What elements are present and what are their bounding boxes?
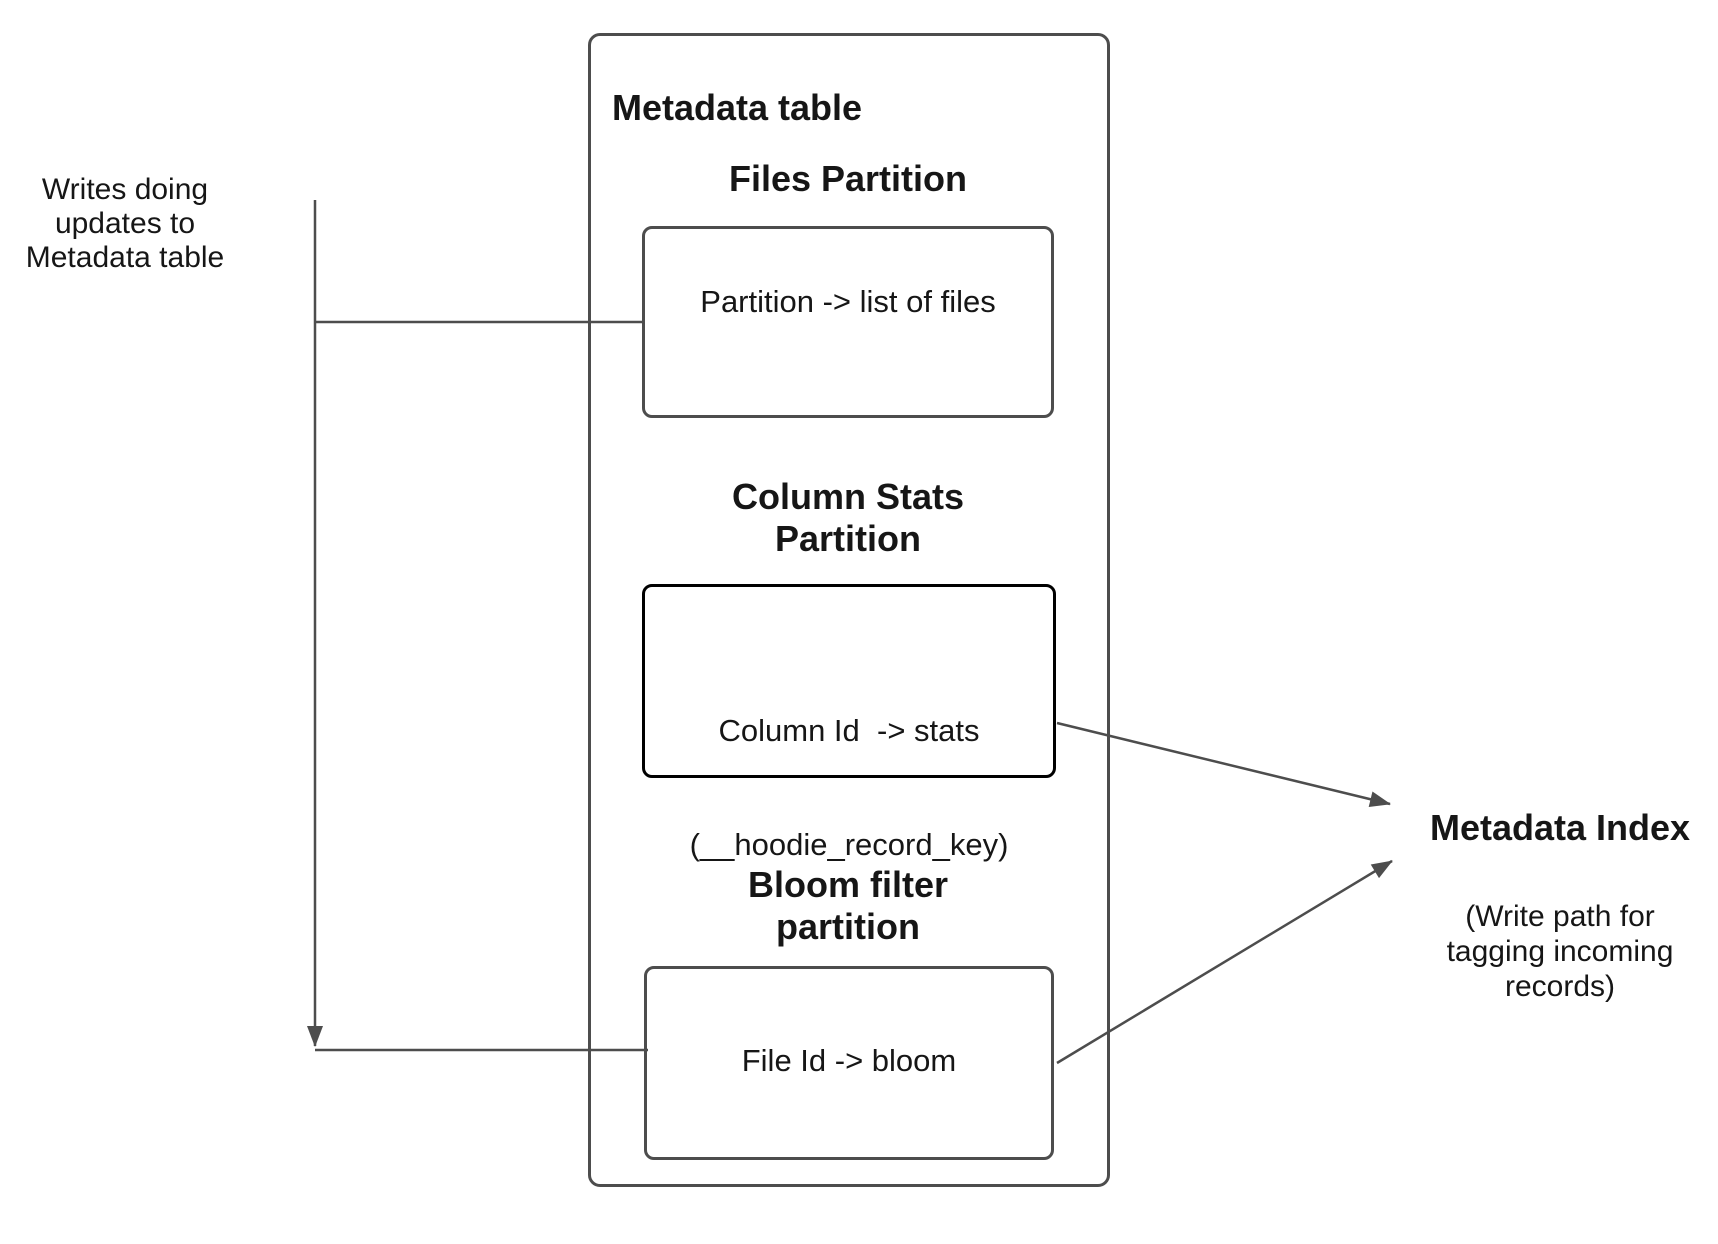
files-partition-box xyxy=(642,226,1054,418)
metadata-index-subtitle: (Write path for tagging incoming records… xyxy=(1395,899,1718,1004)
column-stats-heading: Column Stats Partition xyxy=(642,476,1054,560)
column-stats-mapping: Column Id -> stats (__hoodie_record_key) xyxy=(642,636,1056,940)
metadata-index-title: Metadata Index xyxy=(1429,807,1691,848)
metadata-index-subtitle-line: records) xyxy=(1504,970,1616,1003)
writes-note-line: Writes doing xyxy=(41,173,209,206)
files-partition-mapping: Partition -> list of files xyxy=(700,284,996,319)
files-partition-heading: Files Partition xyxy=(728,158,968,199)
bloom-filter-heading-line: partition xyxy=(776,906,920,947)
writes-note-line: updates to xyxy=(54,207,196,240)
metadata-index-subtitle-line: tagging incoming xyxy=(1446,935,1674,968)
column-stats-mapping-line: Column Id -> stats xyxy=(718,713,980,748)
metadata-table-title: Metadata table xyxy=(612,87,863,128)
column-stats-box xyxy=(642,584,1056,778)
column-stats-heading-line: Partition xyxy=(774,518,921,559)
bloom-filter-mapping: File Id -> bloom xyxy=(741,1043,957,1078)
column-stats-heading-line: Column Stats xyxy=(731,476,964,517)
metadata-index-subtitle-line: (Write path for xyxy=(1465,900,1655,933)
column-stats-mapping-line: (__hoodie_record_key) xyxy=(689,827,1009,862)
bloom-filter-box xyxy=(644,966,1054,1160)
writes-note-line: Metadata table xyxy=(25,241,225,274)
writes-note: Writes doing updates to Metadata table xyxy=(15,173,235,275)
bloom-filter-heading: Bloom filter partition xyxy=(642,864,1054,948)
bloom-filter-heading-line: Bloom filter xyxy=(747,864,948,905)
